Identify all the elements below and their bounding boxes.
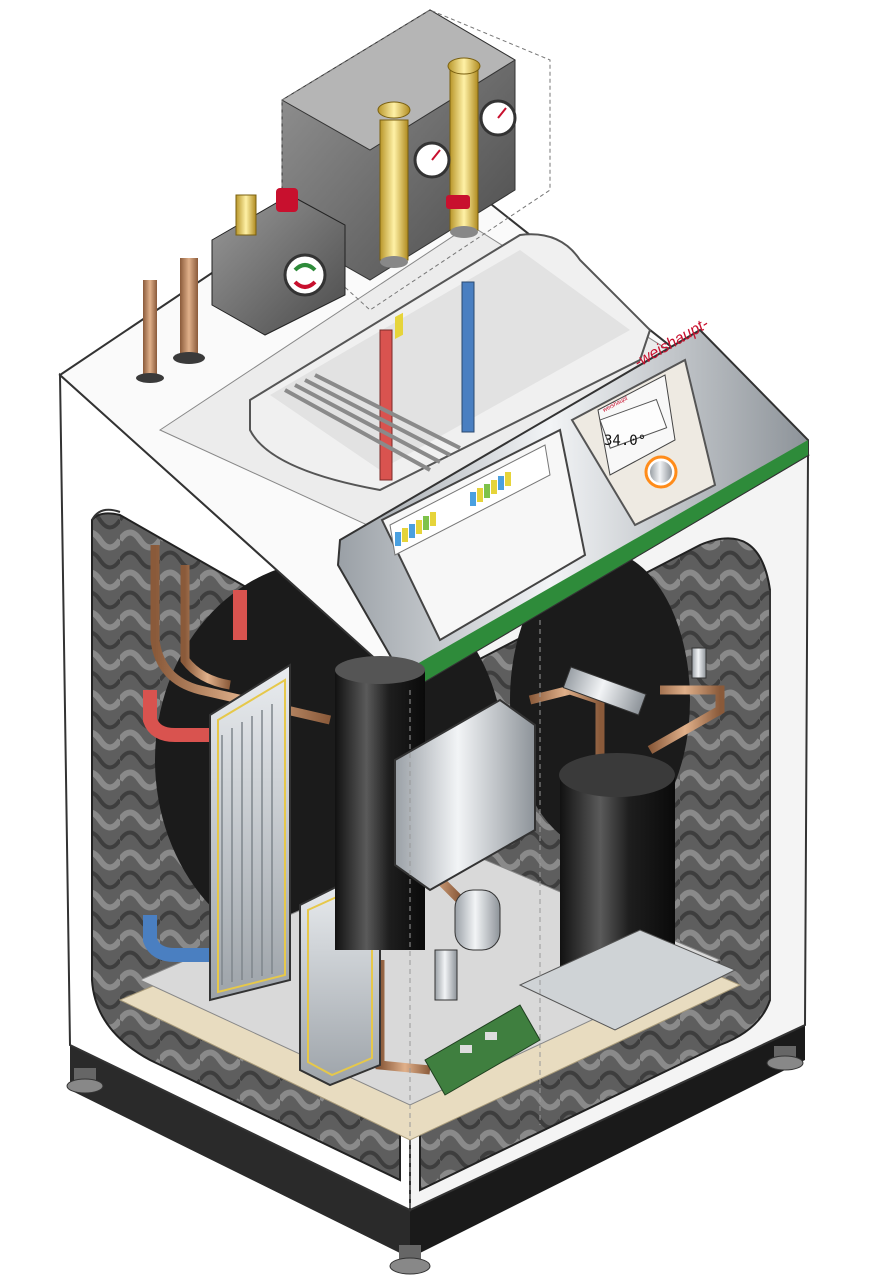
front-panel-outline xyxy=(409,620,541,1210)
suction-header xyxy=(562,666,647,716)
expansion-valve xyxy=(434,949,458,1001)
pressure-gauge-icon xyxy=(479,99,517,137)
wiring-bundle xyxy=(284,373,461,472)
copper-pipe-stub xyxy=(136,280,164,383)
cabinet-base xyxy=(66,1025,805,1275)
brass-valve-right xyxy=(447,57,481,238)
hot-water-pipe xyxy=(379,329,393,481)
leveling-foot xyxy=(66,1068,104,1094)
hot-water-loop xyxy=(143,590,247,742)
pump-motor-icon xyxy=(283,253,327,297)
plate-heat-exchanger xyxy=(209,663,291,1002)
controller-display xyxy=(599,398,668,449)
exchanger-plates xyxy=(221,704,273,985)
temperature-sensor xyxy=(691,647,707,679)
controller-temperature: 34.0° xyxy=(604,433,646,449)
cabinet-frame-outline xyxy=(91,508,771,1000)
red-valve-handle xyxy=(446,195,470,209)
copper-pipe-stub xyxy=(173,258,205,364)
filter-drier xyxy=(454,889,501,951)
control-knob-icon[interactable] xyxy=(644,455,678,489)
leveling-foot xyxy=(766,1046,804,1071)
cold-water-hose xyxy=(461,281,475,433)
inverter-box xyxy=(394,698,536,892)
leveling-foot xyxy=(389,1245,431,1275)
cold-water-loop xyxy=(143,915,210,962)
brass-valve-left xyxy=(377,101,411,268)
air-vent-valve xyxy=(235,188,298,236)
circuit-board xyxy=(424,1004,541,1096)
compressor-mounting-plate xyxy=(518,929,737,1031)
pressure-gauge-icon xyxy=(413,141,451,179)
terminal-colors xyxy=(395,472,511,546)
